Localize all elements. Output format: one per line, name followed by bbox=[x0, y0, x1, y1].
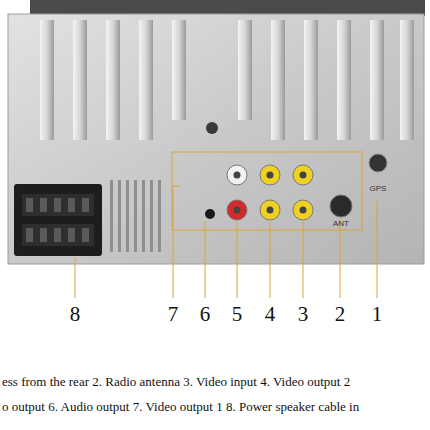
iso-connector bbox=[14, 184, 102, 256]
callout-number: 4 bbox=[265, 302, 276, 326]
caption-line: o output 6. Audio output 7. Video output… bbox=[2, 400, 359, 415]
gps-socket bbox=[369, 154, 387, 172]
housing bbox=[8, 14, 424, 264]
callout-number: 7 bbox=[168, 302, 179, 326]
mini-jack bbox=[205, 209, 215, 219]
rca-jacks bbox=[227, 165, 313, 220]
port-label: ANT bbox=[333, 219, 349, 228]
callout-number: 5 bbox=[232, 302, 243, 326]
cooling-fins bbox=[40, 20, 414, 140]
callout-number: 3 bbox=[298, 302, 309, 326]
panel-outline bbox=[172, 152, 362, 230]
mount-hole bbox=[206, 122, 218, 134]
callout-number: 1 bbox=[372, 302, 383, 326]
antenna-socket bbox=[330, 195, 352, 217]
vent-slots bbox=[110, 180, 161, 252]
callout-number: 8 bbox=[70, 302, 81, 326]
port-label: GPS bbox=[370, 184, 387, 193]
caption-line: ess from the rear 2. Radio antenna 3. Vi… bbox=[2, 375, 350, 390]
leader-lines bbox=[75, 186, 377, 298]
callout-number: 6 bbox=[200, 302, 211, 326]
callout-number: 2 bbox=[335, 302, 346, 326]
